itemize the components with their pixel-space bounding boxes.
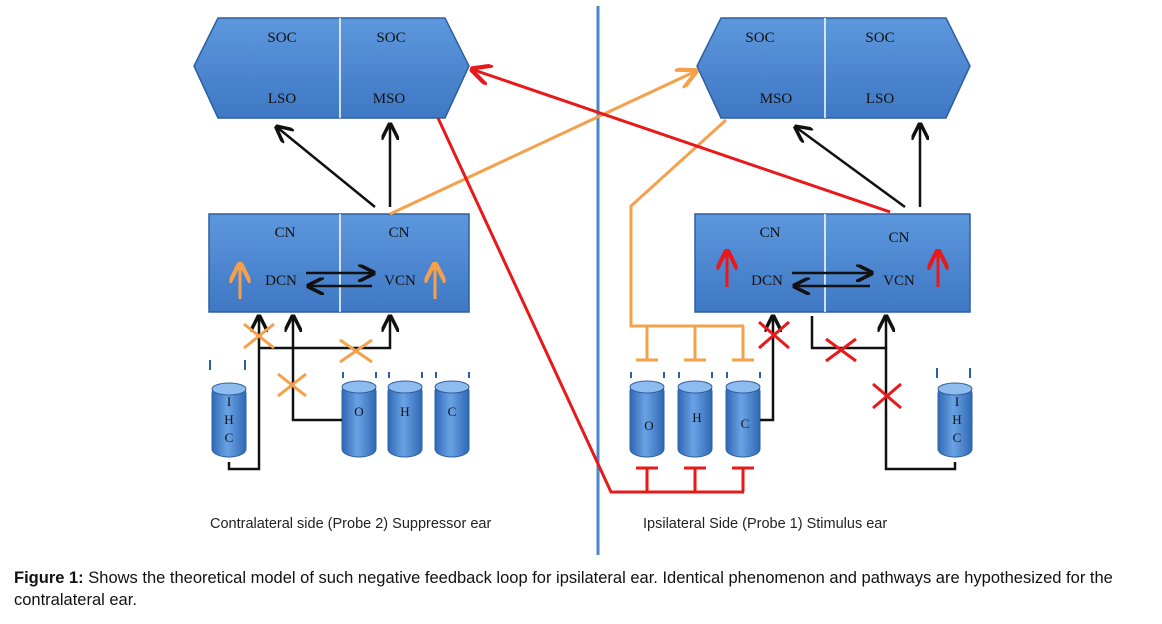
left-vcn-label: VCN: [384, 273, 416, 289]
right-lso-label: LSO: [866, 91, 895, 107]
left-ihc-afferent-path: [227, 318, 259, 471]
left-ohc-afferent-path: [293, 318, 342, 422]
right-soc-block: SOC SOC MSO LSO: [696, 17, 971, 119]
right-ohc-cell-h: H: [677, 372, 713, 458]
left-block-mark-2: [339, 338, 373, 364]
right-cn-block: CN CN DCN VCN: [694, 213, 971, 313]
right-ihc-letter-c: C: [953, 430, 962, 445]
right-soc-label-1: SOC: [745, 30, 774, 46]
left-ihc-letter-i: I: [227, 394, 231, 409]
left-ohc-cell-o: O: [341, 372, 377, 458]
left-lso-label: LSO: [268, 91, 297, 107]
left-ohc-label-h: H: [400, 404, 409, 419]
right-dcn-label: DCN: [751, 273, 783, 289]
left-block-mark-1: [243, 322, 275, 350]
right-ihc-afferent-path: [884, 348, 957, 471]
right-mso-label: MSO: [760, 91, 793, 107]
left-mso-label: MSO: [373, 91, 406, 107]
left-dcn-label: DCN: [265, 273, 297, 289]
feedback-loop-diagram: SOC SOC LSO MSO CN CN DCN VCN I H C O: [193, 6, 973, 555]
left-cn-block: CN CN DCN VCN: [208, 213, 470, 313]
right-soc-label-2: SOC: [865, 30, 894, 46]
left-block-mark-3: [277, 372, 307, 398]
right-block-mark-2: [825, 337, 857, 363]
right-block-mark-1: [758, 320, 790, 350]
left-soc-block: SOC SOC LSO MSO: [193, 17, 470, 119]
figure-caption-label: Figure 1:: [14, 569, 84, 587]
right-crossing-path: [810, 316, 886, 350]
left-ihc-letter-c: C: [225, 430, 234, 445]
left-crossing-path: [259, 318, 390, 350]
right-ohc-cell-o: O: [629, 372, 665, 458]
figure-caption-text: Shows the theoretical model of such nega…: [14, 569, 1113, 609]
left-ohc-cell-h: H: [387, 372, 423, 458]
right-side-caption: Ipsilateral Side (Probe 1) Stimulus ear: [643, 516, 887, 532]
left-ohc-cell-c: C: [434, 372, 470, 458]
right-ihc-cell: I H C: [936, 368, 973, 458]
right-cn-label-1: CN: [760, 225, 781, 241]
left-cn-label-2: CN: [389, 225, 410, 241]
right-ohc-label-c: C: [741, 416, 750, 431]
right-red-terminals: [636, 466, 754, 492]
right-ohc-label-o: O: [644, 418, 653, 433]
left-side-caption: Contralateral side (Probe 2) Suppressor …: [210, 516, 491, 532]
left-red-efferent-path: [436, 117, 744, 494]
left-ihc-cell: I H C: [209, 360, 247, 458]
right-ihc-letter-h: H: [952, 412, 961, 427]
figure-caption: Figure 1: Shows the theoretical model of…: [14, 567, 1154, 611]
left-ohc-label-c: C: [448, 404, 457, 419]
right-vcn-label: VCN: [883, 273, 915, 289]
left-cn-label-1: CN: [275, 225, 296, 241]
left-soc-label-1: SOC: [267, 30, 296, 46]
right-ohc-afferent-path: [760, 318, 773, 422]
right-cn-label-2: CN: [889, 230, 910, 246]
left-soc-label-2: SOC: [376, 30, 405, 46]
left-ohc-label-o: O: [354, 404, 363, 419]
right-ihc-letter-i: I: [955, 394, 959, 409]
right-orange-efferent-path: [629, 118, 744, 328]
right-ohc-cell-c: C: [725, 372, 761, 458]
left-cn-to-lso-arrow: [278, 128, 376, 208]
right-cn-to-mso-arrow: [797, 128, 906, 209]
right-cn-to-left-soc-red-arrow: [474, 70, 891, 214]
right-block-mark-3: [872, 382, 902, 410]
left-cn-to-right-soc-orange-arrow: [389, 72, 694, 216]
left-ihc-letter-h: H: [224, 412, 233, 427]
right-orange-terminals: [636, 326, 754, 362]
right-ohc-label-h: H: [692, 410, 701, 425]
